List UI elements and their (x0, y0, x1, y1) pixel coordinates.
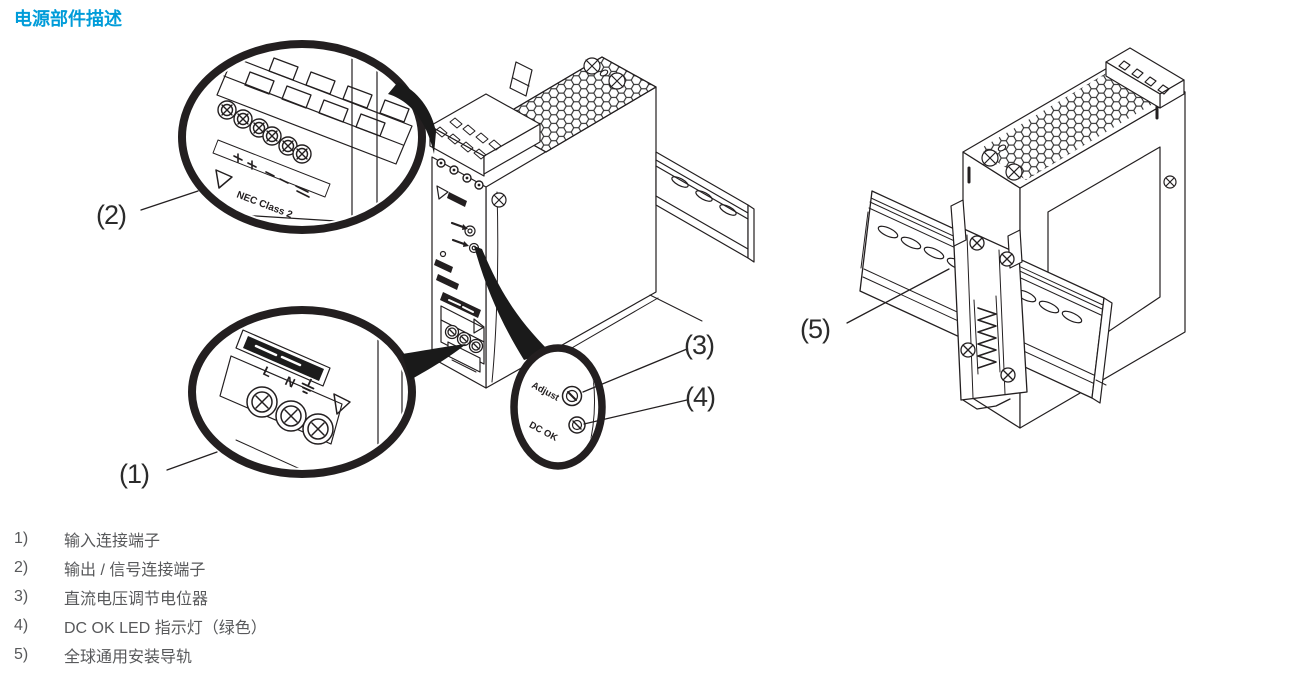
legend-item-3: 3) 直流电压调节电位器 (14, 582, 267, 611)
callout-label-1: (1) (119, 459, 150, 489)
led-magnified (568, 416, 586, 434)
potentiometer-magnified (561, 385, 583, 407)
top-screws (981, 144, 1023, 181)
legend-text: DC OK LED 指示灯（绿色） (64, 619, 267, 637)
callout-label-4: (4) (685, 382, 716, 412)
parts-legend: 1) 输入连接端子 2) 输出 / 信号连接端子 3) 直流电压调节电位器 4)… (14, 524, 267, 669)
din-rail-left-tab (509, 61, 533, 97)
earth-ground-icon (301, 378, 315, 395)
callout-input-terminals: L N (188, 306, 466, 478)
legend-number: 1) (14, 529, 29, 547)
legend-text: 输入连接端子 (64, 532, 161, 550)
legend-item-4: 4) DC OK LED 指示灯（绿色） (14, 611, 267, 640)
warning-triangle-icon (333, 393, 351, 415)
legend-item-5: 5) 全球通用安装导轨 (14, 640, 267, 669)
clip-spring (977, 307, 997, 369)
page-title: 电源部件描述 (14, 9, 122, 29)
warning-triangle-icon (473, 318, 485, 334)
legend-number: 3) (14, 587, 29, 605)
magnifier-wedge (474, 246, 550, 360)
legend-text: 全球通用安装导轨 (64, 648, 193, 666)
legend-item-2: 2) 输出 / 信号连接端子 (14, 553, 267, 582)
din-rail-stub (655, 151, 755, 263)
din-mounting-clip (950, 199, 1028, 410)
front-panel-markings (434, 185, 481, 318)
callout-label-5: (5) (800, 314, 831, 344)
voltage-potentiometer (464, 225, 476, 237)
legend-text: 直流电压调节电位器 (64, 590, 209, 608)
legend-item-1: 1) 输入连接端子 (14, 524, 267, 553)
rear-terminal-block (1105, 47, 1185, 109)
psu-front-iso-view (429, 56, 755, 389)
callout-adjust-dcok: Adjust DC OK (510, 344, 606, 470)
clip-screws (960, 235, 1016, 383)
output-screws (217, 100, 312, 164)
top-screws (583, 57, 626, 90)
legend-text: 输出 / 信号连接端子 (64, 561, 206, 579)
brand-logo-icon (436, 185, 449, 200)
callout-output-terminals: NEC Class 2 (178, 40, 436, 234)
legend-number: 5) (14, 645, 29, 663)
legend-number: 2) (14, 558, 29, 576)
input-screws (246, 386, 334, 445)
leader-lines (140, 190, 950, 471)
warning-triangle-icon (215, 169, 233, 189)
legend-number: 4) (14, 616, 29, 634)
output-terminal-block (429, 93, 541, 190)
callout-label-3: (3) (684, 330, 715, 360)
callout-label-2: (2) (96, 200, 127, 230)
